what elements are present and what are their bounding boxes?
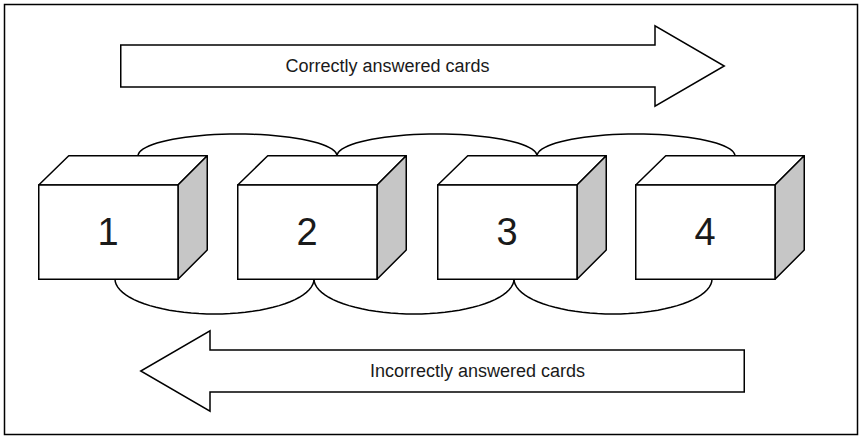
arrow-label: Incorrectly answered cards [370,361,585,382]
direction-arrow: Correctly answered cards [120,25,725,107]
box-link-arc [537,134,735,156]
box-side-face [577,156,606,280]
box-front-face [39,185,178,279]
box-label-area: 4 [635,185,775,280]
leitner-box: 3 [437,155,607,280]
leitner-box: 1 [38,155,208,280]
box-side-face [178,156,207,280]
box-outline [38,155,208,280]
box-side-face [775,156,804,280]
box-outline [437,155,607,280]
box-link-arc [138,134,337,156]
box-front-face [636,185,775,279]
frame-border [5,5,858,435]
direction-arrow: Incorrectly answered cards [140,330,745,412]
box-number: 1 [97,211,118,254]
arrow-label-area: Incorrectly answered cards [210,350,745,392]
box-outline [635,155,805,280]
box-label-area: 2 [237,185,377,280]
box-number: 2 [296,211,317,254]
box-front-face [438,185,577,279]
arrow-shape [121,26,725,107]
leitner-box: 4 [635,155,805,280]
box-front-face [238,185,377,279]
box-number: 4 [694,211,715,254]
box-link-arc [337,134,537,156]
box-label-area: 1 [38,185,178,280]
box-number: 3 [496,211,517,254]
box-link-arc [314,279,514,314]
arrow-shape [141,331,745,412]
box-link-arc [514,279,712,314]
box-link-arc [115,279,314,314]
leitner-box: 2 [237,155,407,280]
box-outline [237,155,407,280]
box-side-face [377,156,406,280]
arrow-label: Correctly answered cards [285,56,489,77]
box-label-area: 3 [437,185,577,280]
arrow-label-area: Correctly answered cards [120,45,655,87]
